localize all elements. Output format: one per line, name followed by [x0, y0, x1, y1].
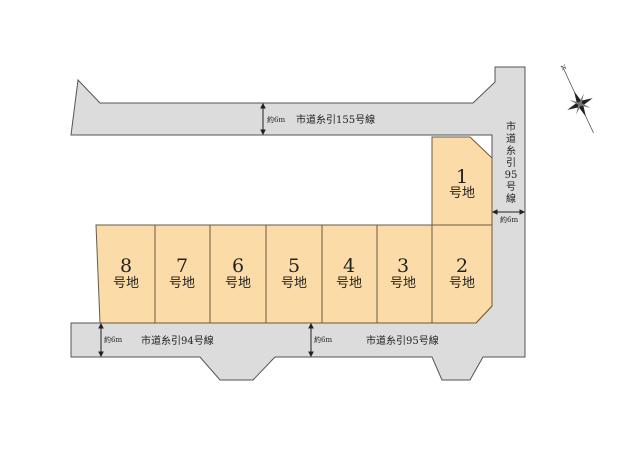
lot-7-label: 7号地: [169, 255, 195, 291]
right-road-width: 約6m: [500, 215, 518, 224]
svg-text:号地: 号地: [281, 276, 307, 291]
svg-text:6: 6: [232, 255, 244, 277]
bottom-right-road-name: 市道糸引95号線: [366, 334, 439, 347]
svg-text:線: 線: [506, 192, 516, 205]
svg-text:引: 引: [506, 157, 516, 169]
svg-text:号地: 号地: [225, 276, 251, 291]
lot-5-label: 5号地: [281, 255, 307, 291]
width-arrows: [98, 102, 526, 358]
svg-text:号: 号: [506, 181, 516, 193]
svg-text:道: 道: [506, 132, 516, 145]
bottom-right-road-width: 約6m: [314, 335, 332, 344]
svg-text:8: 8: [120, 255, 132, 277]
lot-1-label: 1号地: [449, 166, 475, 201]
svg-text:N: N: [560, 64, 568, 73]
svg-text:号地: 号地: [336, 276, 362, 291]
lot-2-label: 2号地: [449, 255, 475, 291]
svg-text:号地: 号地: [449, 186, 475, 201]
svg-text:1: 1: [456, 166, 468, 188]
svg-text:4: 4: [343, 255, 355, 277]
lot-1[interactable]: [431, 136, 493, 226]
svg-text:5: 5: [288, 255, 300, 277]
lot-4-label: 4号地: [336, 255, 362, 291]
svg-text:号地: 号地: [113, 276, 139, 291]
lot-8-label: 8号地: [113, 255, 139, 291]
svg-text:95: 95: [505, 170, 518, 181]
bottom-left-road-name: 市道糸引94号線: [141, 334, 214, 347]
bottom-left-road-width: 約6m: [104, 335, 122, 344]
right-road-name: 市 道 糸 引 95 号 線: [505, 120, 518, 205]
svg-text:2: 2: [456, 255, 468, 277]
svg-text:市: 市: [506, 120, 516, 133]
svg-text:号地: 号地: [390, 276, 416, 291]
svg-text:糸: 糸: [506, 145, 516, 157]
svg-text:号地: 号地: [449, 276, 475, 291]
svg-text:号地: 号地: [169, 276, 195, 291]
compass-rose-icon: N: [560, 64, 594, 134]
lot-8[interactable]: [95, 224, 156, 324]
top-road-name: 市道糸引155号線: [296, 113, 375, 126]
lot-6-label: 6号地: [225, 255, 251, 291]
top-road-width: 約6m: [267, 115, 285, 124]
lot-3-label: 3号地: [390, 255, 416, 291]
svg-text:7: 7: [176, 255, 188, 277]
svg-text:3: 3: [397, 255, 409, 277]
